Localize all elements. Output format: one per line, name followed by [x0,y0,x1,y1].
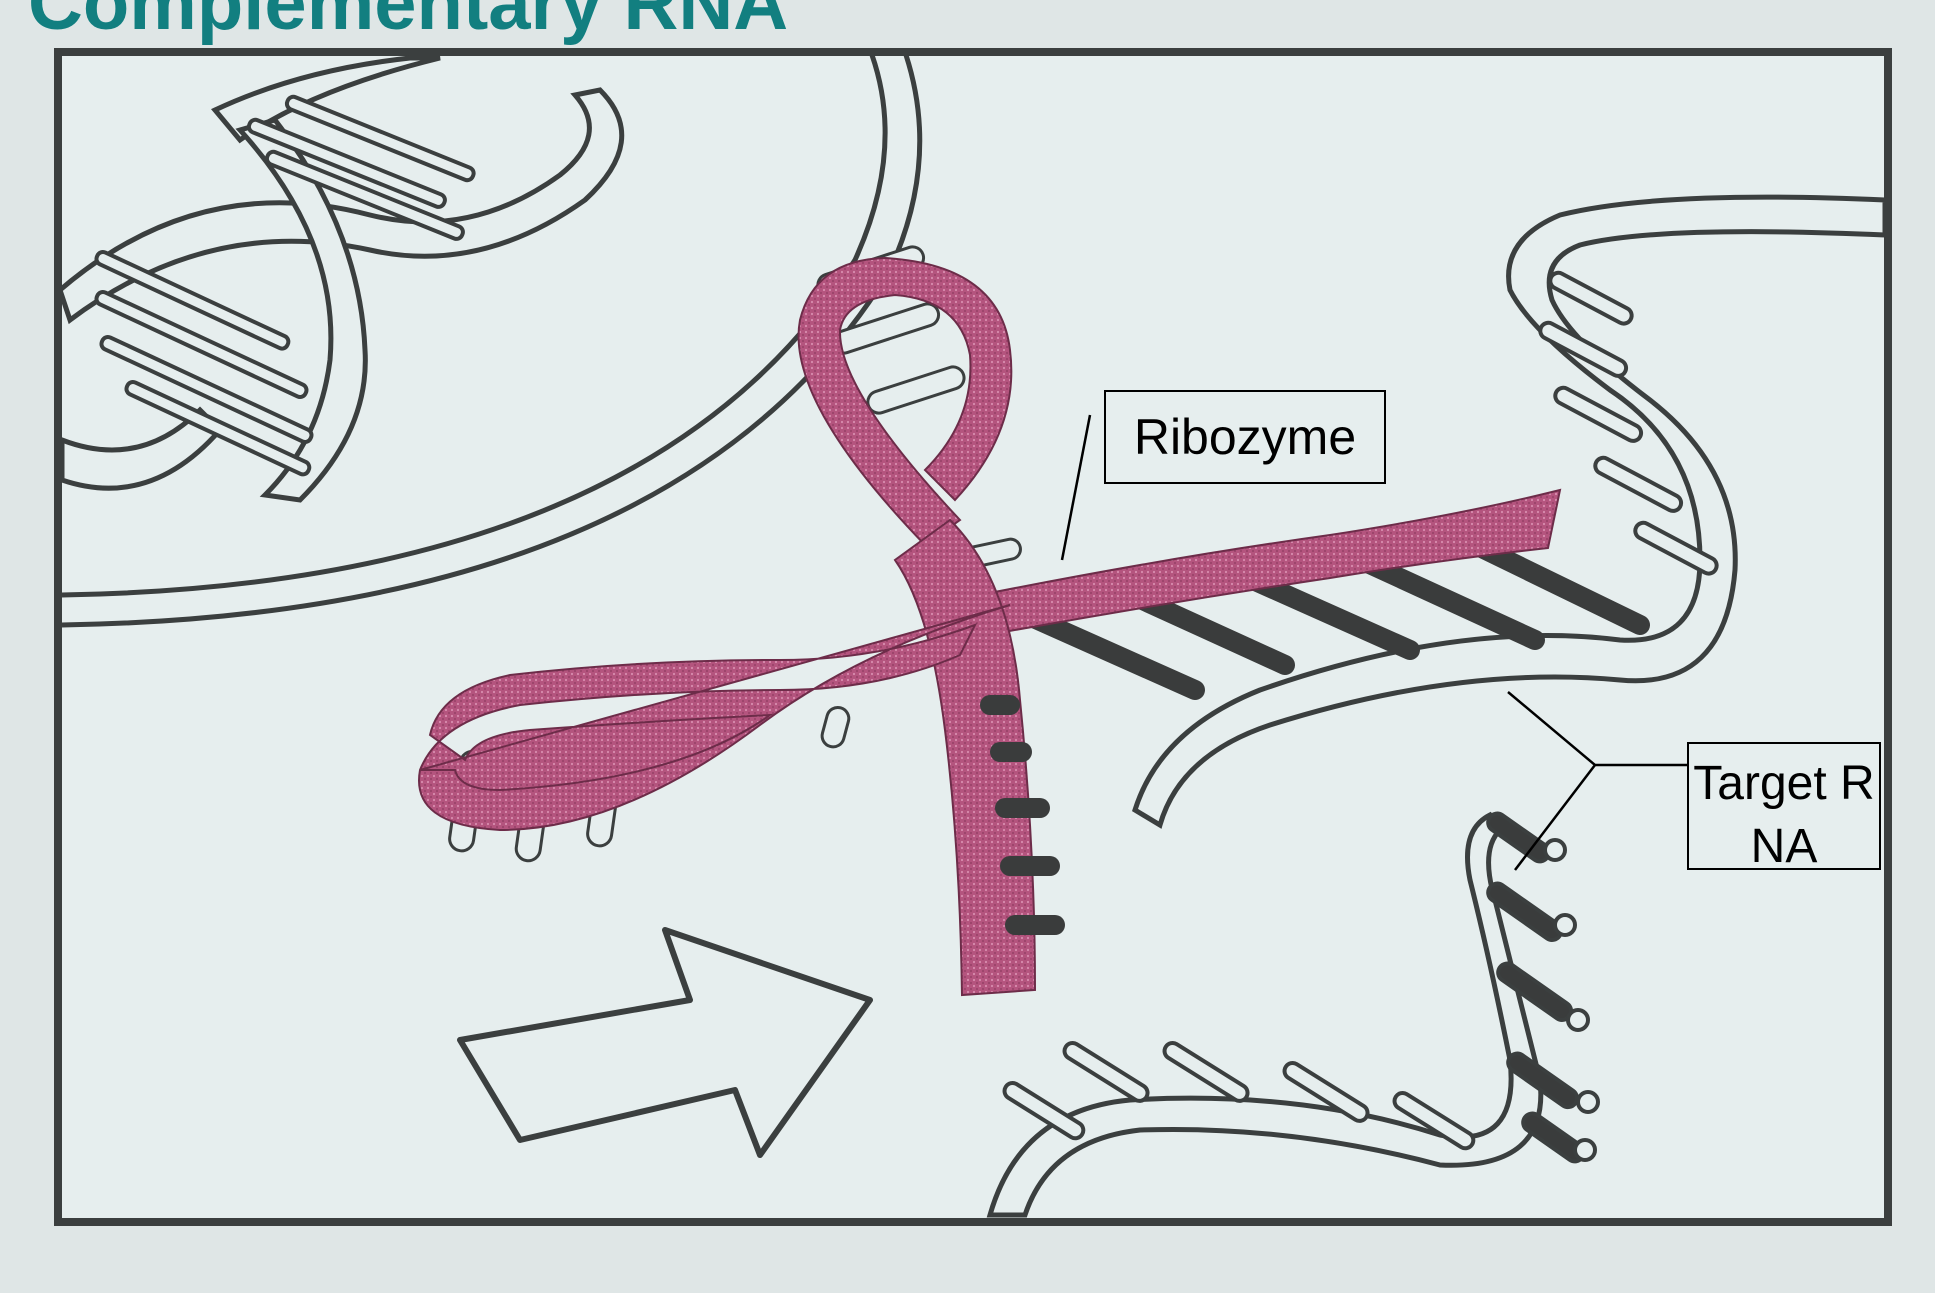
target-rna-label: Target RNA [1687,752,1881,878]
slide-title: Complementary RNA [28,0,788,46]
ribozyme-label: Ribozyme [1104,390,1386,484]
